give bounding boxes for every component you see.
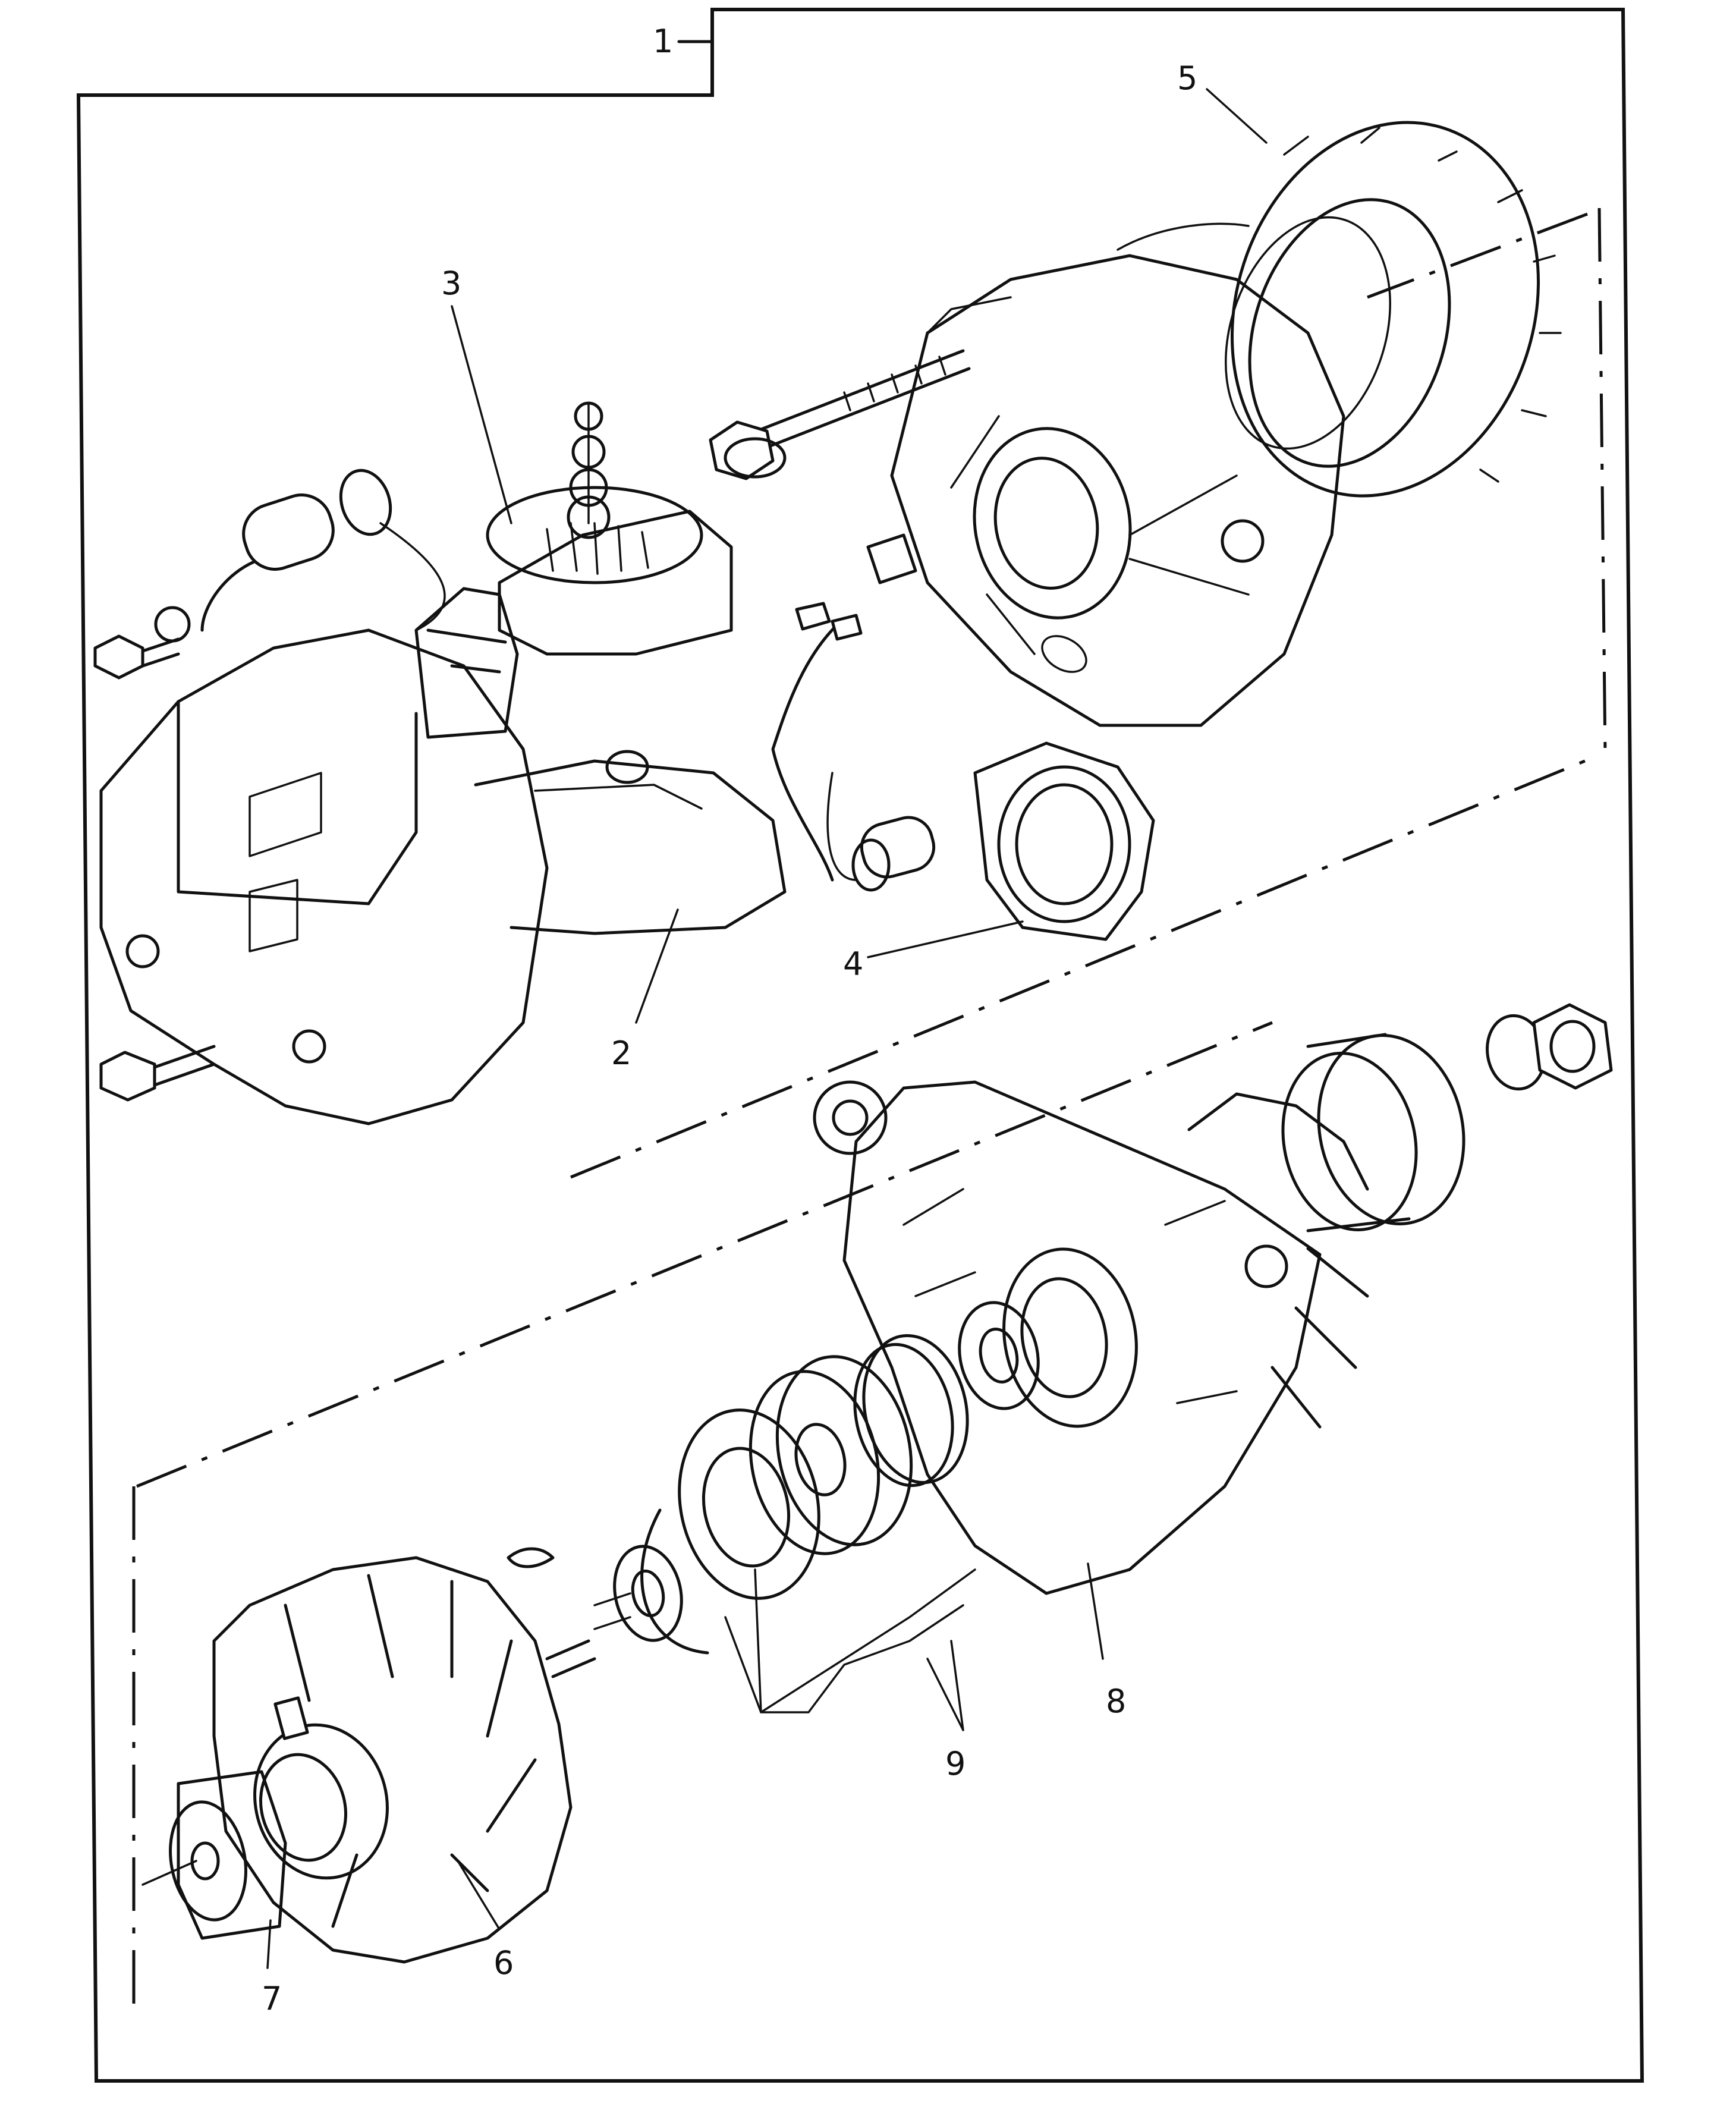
- callout-7-leader: [266, 1919, 272, 1969]
- callout-9-bracket: [724, 1568, 976, 1731]
- callout-3-leader: [451, 305, 512, 524]
- assembly-frame: [76, 8, 1644, 2083]
- axis-line-right: [1597, 207, 1607, 756]
- connector-wire: [771, 533, 917, 882]
- callout-9: 9: [945, 1745, 966, 1782]
- slip-ring: [141, 1770, 287, 1940]
- stator: [1117, 121, 1562, 498]
- callout-7: 7: [262, 1980, 282, 2017]
- axis-line-top: [1367, 212, 1588, 299]
- rotor: [212, 1556, 631, 1964]
- callout-2-leader: [635, 908, 679, 1024]
- callout-4: 4: [843, 945, 863, 983]
- pulley-nut: [1532, 1003, 1613, 1090]
- callout-6: 6: [493, 1944, 514, 1982]
- callout-5-leader: [1206, 88, 1268, 144]
- screw-lower: [99, 1045, 216, 1102]
- axis-line-upper: [570, 753, 1600, 1179]
- regulator-assembly: [414, 401, 733, 739]
- bearing-set: [507, 1301, 1040, 1655]
- front-housing: [813, 1080, 1369, 1595]
- brush-holder-wire: [200, 468, 446, 632]
- pulley: [1281, 1033, 1465, 1232]
- callout-3: 3: [441, 265, 461, 302]
- rear-housing: [890, 254, 1345, 727]
- callout-8: 8: [1106, 1683, 1126, 1720]
- callout-1: 1: [653, 23, 673, 60]
- callout-4-leader: [867, 920, 1024, 958]
- rear-cover: [99, 628, 787, 1125]
- callout-2: 2: [611, 1035, 631, 1072]
- callout-5: 5: [1177, 59, 1197, 97]
- callout-6-leader: [457, 1860, 501, 1930]
- screw-upper: [93, 606, 191, 680]
- callout-8-leader: [1087, 1562, 1104, 1660]
- axis-line-lower: [136, 1021, 1273, 1488]
- through-bolt: [709, 349, 971, 480]
- brush-holder-ring: [826, 741, 1155, 941]
